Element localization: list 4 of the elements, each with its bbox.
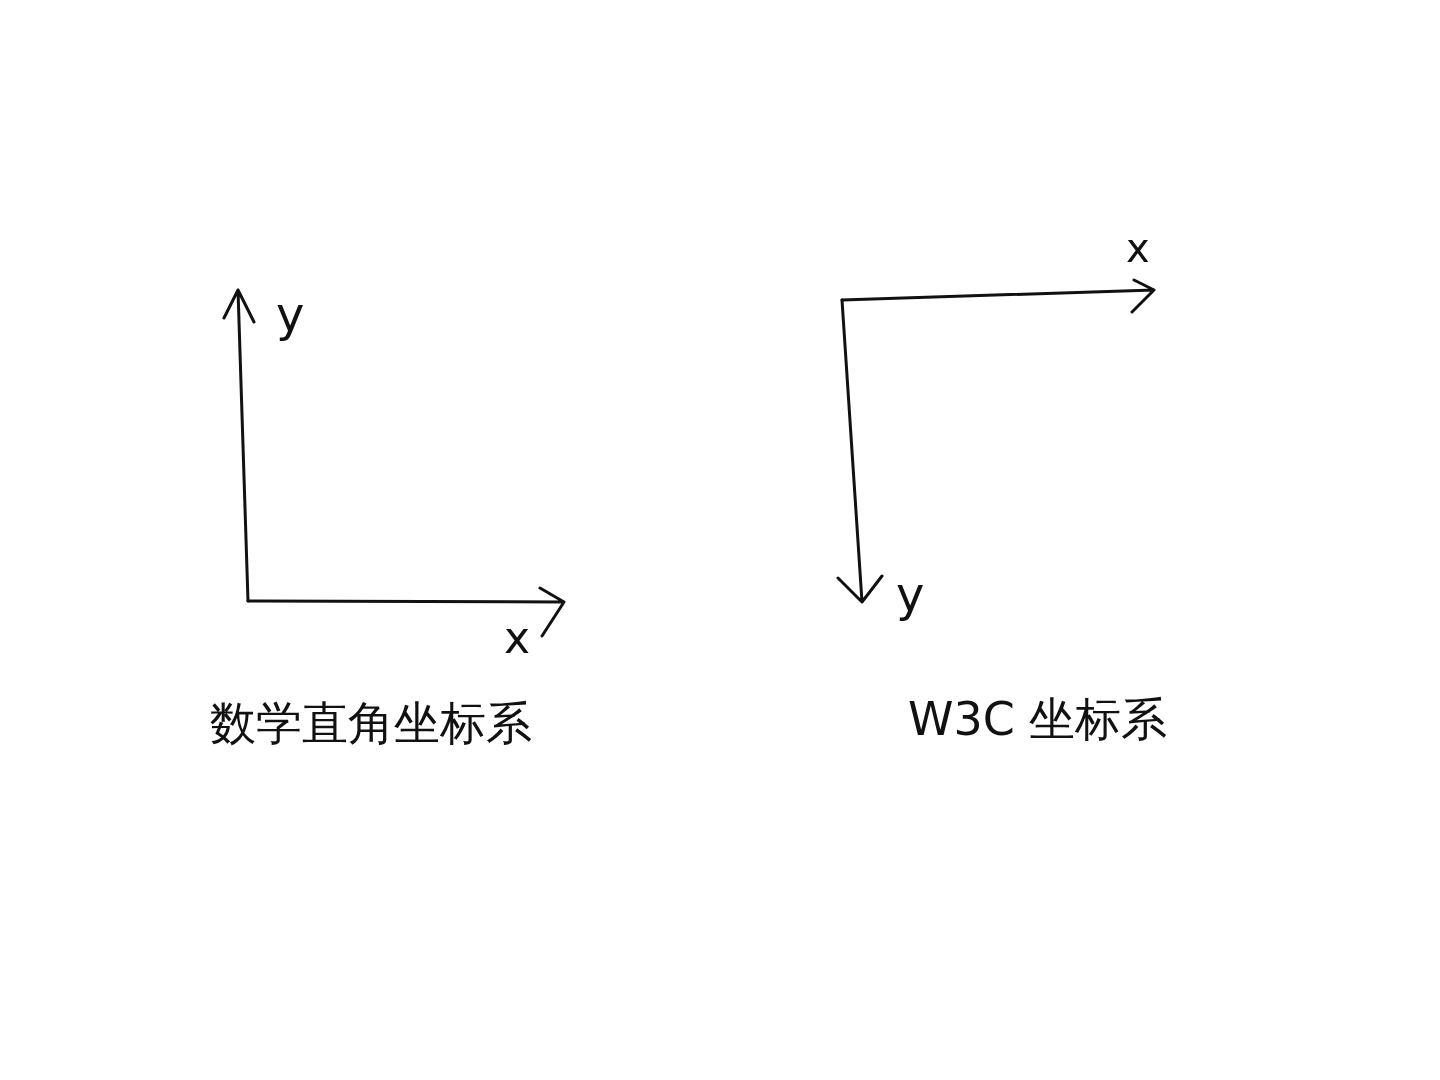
diagram-caption: W3C 坐标系: [908, 696, 1168, 742]
diagram-caption: 数学直角坐标系: [210, 700, 532, 746]
axis-label: x: [1126, 228, 1150, 268]
axis-label: x: [504, 616, 531, 660]
